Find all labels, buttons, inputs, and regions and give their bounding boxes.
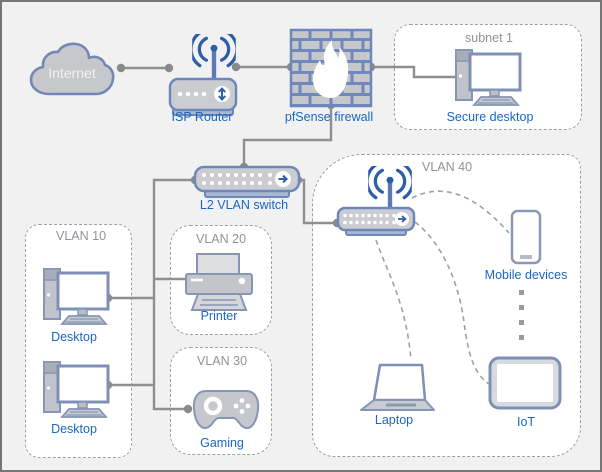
isp-router-label: ISP Router (171, 110, 233, 124)
smartphone-icon (510, 209, 542, 265)
internet-cloud-icon: Internet (29, 42, 115, 96)
printer-icon (185, 253, 253, 311)
flame-icon (313, 40, 349, 98)
wireless-link-iot (414, 221, 490, 385)
laptop-icon (360, 363, 435, 411)
link-firewall-securedesktop (371, 65, 460, 79)
desktop2-icon (42, 359, 112, 421)
isp-router-icon (168, 77, 238, 116)
desktop1-label: Desktop (51, 330, 97, 344)
zone-label-vlan10: VLAN 10 (55, 229, 107, 243)
zone-label-vlan40: VLAN 40 (421, 160, 473, 174)
iot-label: IoT (516, 415, 536, 429)
wifi-router-icon (336, 206, 416, 236)
desktop2-label: Desktop (51, 422, 97, 436)
printer-label: Printer (200, 309, 238, 323)
zone-label-vlan30: VLAN 30 (196, 354, 248, 368)
switch-label: L2 VLAN switch (199, 198, 289, 212)
zone-label-subnet1: subnet 1 (465, 31, 513, 45)
zone-vlan10 (25, 224, 132, 458)
secure-desktop-label: Secure desktop (446, 110, 534, 124)
wireless-link-mobile (411, 190, 510, 234)
link-switch-wifirouter (298, 178, 337, 225)
desktop1-icon (42, 266, 112, 328)
wireless-link-laptop (375, 239, 412, 361)
link-switch-trunk (152, 178, 195, 411)
ellipsis-dots (519, 290, 524, 340)
internet-label: Internet (48, 65, 96, 81)
firewall-icon (289, 28, 373, 108)
zone-label-vlan20: VLAN 20 (195, 232, 247, 246)
tablet-icon (488, 356, 562, 410)
isp-router-antenna-icon (192, 34, 236, 82)
firewall-label: pfSense firewall (284, 110, 374, 124)
vlan-switch-icon (193, 165, 301, 198)
link-firewall-switch (242, 105, 333, 167)
laptop-label: Laptop (374, 413, 414, 427)
gaming-label: Gaming (200, 436, 244, 450)
secure-desktop-icon (454, 47, 524, 109)
gamepad-icon (192, 390, 260, 430)
mobile-devices-label: Mobile devices (484, 268, 568, 282)
